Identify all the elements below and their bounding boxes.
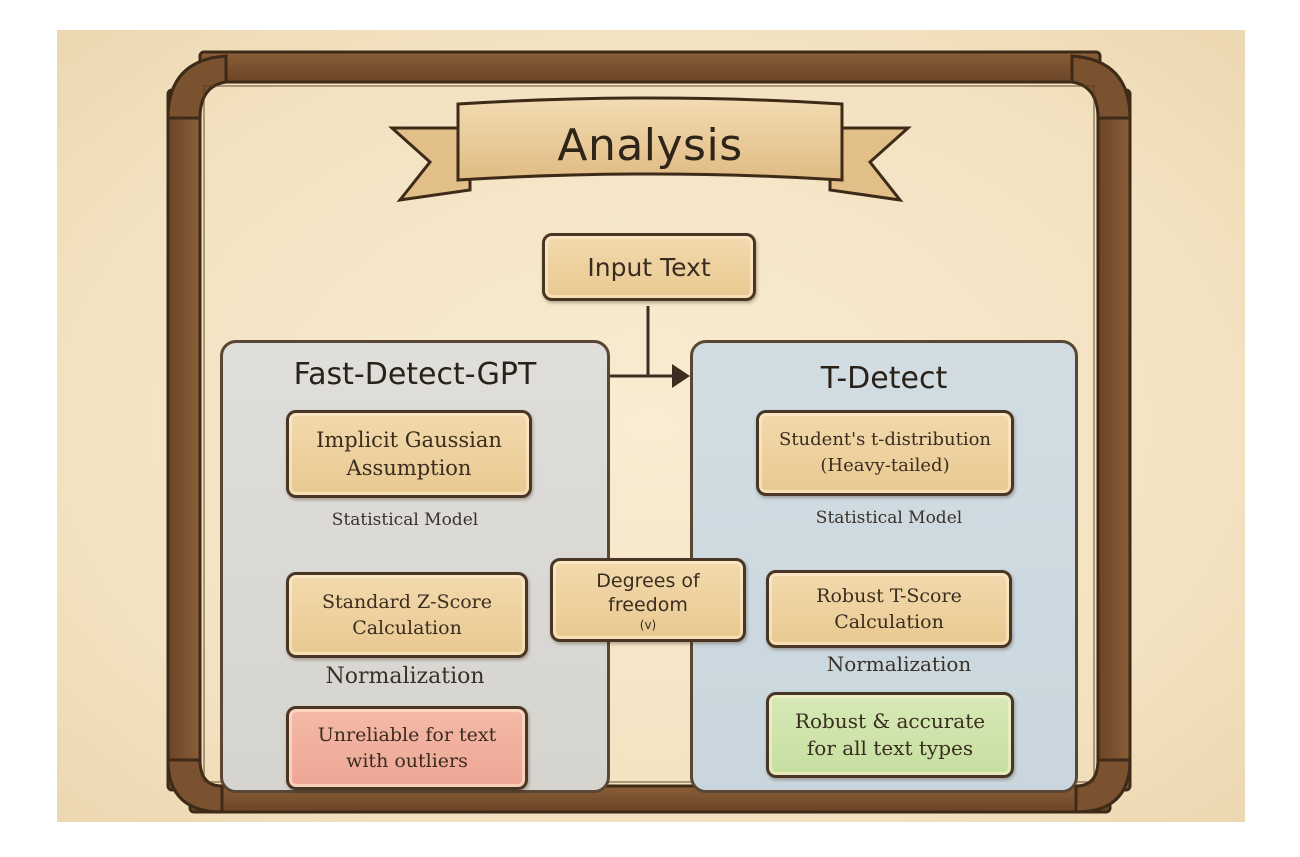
t-score-line1: Robust T-Score (816, 585, 962, 607)
right-normalization-label: Normalization (826, 652, 972, 676)
diagram-title: Analysis (557, 119, 743, 171)
arrow-to-t-detect (672, 364, 690, 388)
implicit-gaussian-node: Implicit Gaussian Assumption (286, 410, 532, 498)
unreliable-line1: Unreliable for text (317, 724, 497, 746)
fast-detect-gpt-title: Fast-Detect-GPT (293, 357, 537, 392)
robust-t-score-node: Robust T-Score Calculation (766, 570, 1012, 648)
degrees-of-freedom-node: Degrees of freedom (v) (550, 558, 746, 642)
t-detect-title: T-Detect (820, 361, 948, 396)
title-banner (388, 96, 912, 203)
z-score-line1: Standard Z-Score (321, 591, 493, 613)
implicit-gaussian-line1: Implicit Gaussian (316, 428, 502, 452)
robust-line2: for all text types (806, 736, 974, 760)
unreliable-line2: with outliers (346, 750, 468, 772)
left-statistical-model-label: Statistical Model (331, 510, 479, 530)
t-distribution-line2: (Heavy-tailed) (820, 455, 950, 476)
left-normalization-label: Normalization (325, 664, 485, 689)
unreliable-result-node: Unreliable for text with outliers (286, 706, 528, 790)
students-t-distribution-node: Student's t-distribution (Heavy-tailed) (756, 410, 1014, 496)
input-text-label: Input Text (587, 252, 711, 282)
t-score-line2: Calculation (834, 611, 944, 633)
dof-line2: freedom (608, 594, 688, 616)
t-distribution-line1: Student's t-distribution (778, 429, 992, 450)
implicit-gaussian-line2: Assumption (346, 456, 472, 480)
input-text-node: Input Text (542, 233, 756, 301)
wooden-frame (166, 50, 1132, 814)
z-score-line2: Calculation (352, 617, 462, 639)
right-statistical-model-label: Statistical Model (815, 508, 963, 528)
input-connector (610, 306, 672, 378)
standard-z-score-node: Standard Z-Score Calculation (286, 572, 528, 658)
robust-accurate-result-node: Robust & accurate for all text types (766, 692, 1014, 778)
dof-line1: Degrees of (596, 570, 700, 592)
dof-symbol: (v) (639, 618, 657, 632)
robust-line1: Robust & accurate (794, 709, 986, 733)
